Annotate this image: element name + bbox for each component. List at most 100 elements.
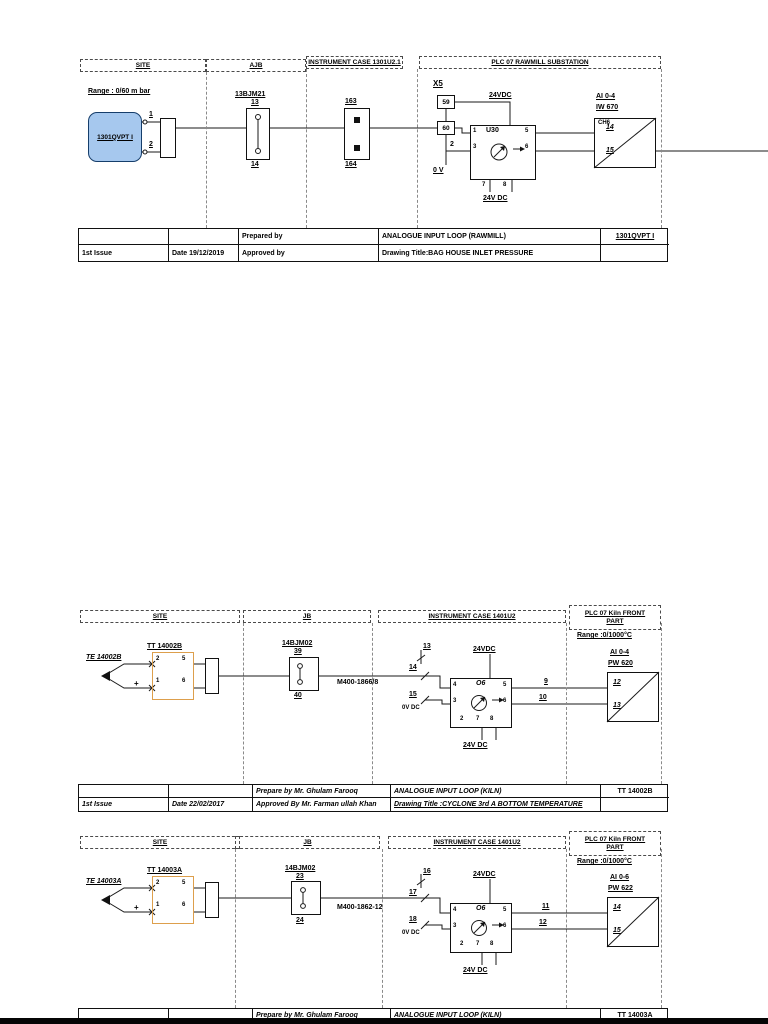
d3-junction-box-tag: 14BJM02 — [285, 865, 316, 872]
d2-wires — [103, 650, 607, 740]
d3-range-label: Range :0/1000°C — [577, 858, 632, 865]
d2-case-terminal-neg: 15 — [409, 691, 417, 698]
d2-tt-transmitter-box — [152, 652, 194, 700]
diagram-kiln-loop-14002b: SITE JB INSTRUMENT CASE 1401U2 PLC 07 Ki… — [0, 600, 768, 812]
d1-supply-label: 24VDC — [489, 92, 512, 99]
d3-isolator-terminal-2: 2 — [460, 941, 464, 947]
d2-case-terminal-pos: 14 — [409, 664, 417, 671]
d2-tb-approved: Approved By Mr. Farman ullah Khan — [253, 798, 391, 811]
d1-card-address: IW 670 — [596, 104, 619, 111]
d3-column-divider — [235, 849, 236, 1008]
d1-terminal-squares — [354, 117, 360, 151]
d3-case-terminal-pos: 17 — [409, 889, 417, 896]
d3-isolator-terminal-5: 5 — [503, 907, 507, 913]
d2-isolator-tag: O6 — [476, 680, 486, 687]
d3-isolator-tag: O6 — [476, 905, 486, 912]
d3-output-terminal-b: 12 — [539, 919, 547, 926]
d1-isolator — [470, 125, 536, 180]
d1-column-divider — [306, 69, 307, 228]
d3-output-terminal-a: 11 — [542, 903, 550, 910]
d2-column-divider — [566, 623, 567, 784]
d1-wire1-label: 1 — [149, 111, 153, 118]
d2-card-diagonal — [606, 671, 660, 723]
d2-supply-label: 24VDC — [473, 646, 496, 653]
d3-connector-block — [205, 882, 219, 918]
d2-junction-terminal-bottom: 40 — [294, 692, 302, 699]
d1-junction-terminal-bottom: 14 — [251, 161, 259, 168]
d3-tb-tag: TT 14003A — [617, 1012, 653, 1019]
d2-tb-prepared: Prepare by Mr. Ghulam Farooq — [253, 785, 391, 798]
d1-tb-drawing-title: Drawing Title:BAG HOUSE INLET PRESSURE — [379, 245, 601, 261]
d2-terminal-circles — [297, 663, 303, 685]
d1-transmitter: 1301QVPT I — [88, 112, 142, 162]
d2-junction-terminal-top: 39 — [294, 648, 302, 655]
d1-card-diagonal — [593, 117, 657, 169]
d3-tt-terminal-2: 2 — [156, 880, 160, 886]
d2-isolator-terminal-5: 5 — [503, 682, 507, 688]
d1-isolator-terminal-3: 3 — [473, 144, 477, 150]
d2-column-divider — [661, 623, 662, 784]
d1-column-site: SITE — [80, 59, 206, 72]
d2-isolator — [450, 678, 512, 728]
d1-junction-terminal-top: 13 — [251, 99, 259, 106]
d1-titleblock: Prepared by ANALOGUE INPUT LOOP (RAWMILL… — [78, 228, 669, 262]
d3-tb-prepared: Prepare by Mr. Ghulam Farooq — [253, 1009, 391, 1022]
d1-wiring-svg — [142, 101, 768, 192]
diagram-rawmill-loop: SITE AJB INSTRUMENT CASE 1301U2.1 PLC 07… — [0, 40, 768, 262]
d2-output-terminal-a: 9 — [544, 678, 548, 685]
d3-column-case-label: INSTRUMENT CASE 1401U2 — [433, 838, 521, 846]
d3-case-terminal-neg: 18 — [409, 916, 417, 923]
d2-isolator-terminal-2: 2 — [460, 716, 464, 722]
d1-wires — [142, 101, 768, 192]
d1-junction-box-tag: 13BJM21 — [235, 91, 266, 98]
d3-card-address: PW 622 — [608, 885, 633, 892]
d2-isolator-supply-label: 24V DC — [463, 742, 488, 749]
d1-tb-prepared: Prepared by — [239, 229, 379, 245]
d3-tb-loop-title: ANALOGUE INPUT LOOP (KILN) — [391, 1009, 601, 1022]
d3-isolator-terminal-8: 8 — [490, 941, 494, 947]
d2-isolator-terminal-4: 4 — [453, 682, 457, 688]
d3-isolator-symbol — [471, 920, 504, 936]
d3-thermocouple-symbol — [101, 895, 110, 905]
d2-plc-card — [607, 672, 659, 722]
d1-x5-terminal-59: 59 — [437, 95, 455, 109]
d3-tt-transmitter-box — [152, 876, 194, 924]
d1-column-divider — [417, 69, 418, 228]
diagram-kiln-loop-14003a: SITE JB INSTRUMENT CASE 1401U2 PLC 07 Ki… — [0, 826, 768, 1024]
d3-junction-terminal-bottom: 24 — [296, 917, 304, 924]
d1-tb-cell-empty — [79, 229, 169, 245]
d2-thermocouple-symbol — [101, 671, 110, 681]
d3-junction-box — [291, 881, 321, 915]
d2-tt-tag: TT 14002B — [147, 643, 183, 650]
d2-junction-box-tag: 14BJM02 — [282, 640, 313, 647]
d2-output-terminal-b: 10 — [539, 694, 547, 701]
d3-isolator-terminal-3: 3 — [453, 923, 457, 929]
d1-isolator-terminal-8: 8 — [503, 182, 507, 188]
d1-isolator-terminal-6: 6 — [525, 144, 529, 150]
d1-plc-card — [594, 118, 656, 168]
d3-terminal-circles — [300, 887, 306, 909]
d3-case-terminal-spare: 16 — [423, 868, 431, 875]
d3-tb-cell-empty — [169, 1009, 253, 1022]
d3-tt-terminal-5: 5 — [182, 880, 186, 886]
d1-range-label: Range : 0/60 m bar — [88, 88, 151, 95]
d1-column-plc-label: PLC 07 RAWMILL SUBSTATION — [491, 58, 589, 66]
d1-column-site-label: SITE — [135, 61, 151, 69]
d1-column-case-label: INSTRUMENT CASE 1301U2.1 — [308, 58, 401, 66]
d2-tb-drawing-title: Drawing Title :CYCLONE 3rd A BOTTOM TEMP… — [391, 798, 601, 811]
d2-isolator-terminal-6: 6 — [503, 698, 507, 704]
d3-column-site: SITE — [80, 836, 240, 849]
d2-column-divider — [243, 623, 244, 784]
d2-polarity-plus: + — [134, 679, 139, 688]
d1-tb-tag: 1301QVPT I — [601, 229, 669, 245]
d2-wiring-svg — [101, 650, 660, 740]
d3-wires — [103, 874, 607, 965]
d1-column-divider — [206, 72, 207, 228]
d1-tb-issue: 1st Issue — [79, 245, 169, 261]
page-bottom-edge-strip — [0, 1018, 768, 1024]
d1-tb-loop-title: ANALOGUE INPUT LOOP (RAWMILL) — [379, 229, 601, 245]
d3-column-plc-label-1: PLC 07 Kiln FRONT — [584, 836, 646, 844]
d1-connector-block — [160, 118, 176, 158]
